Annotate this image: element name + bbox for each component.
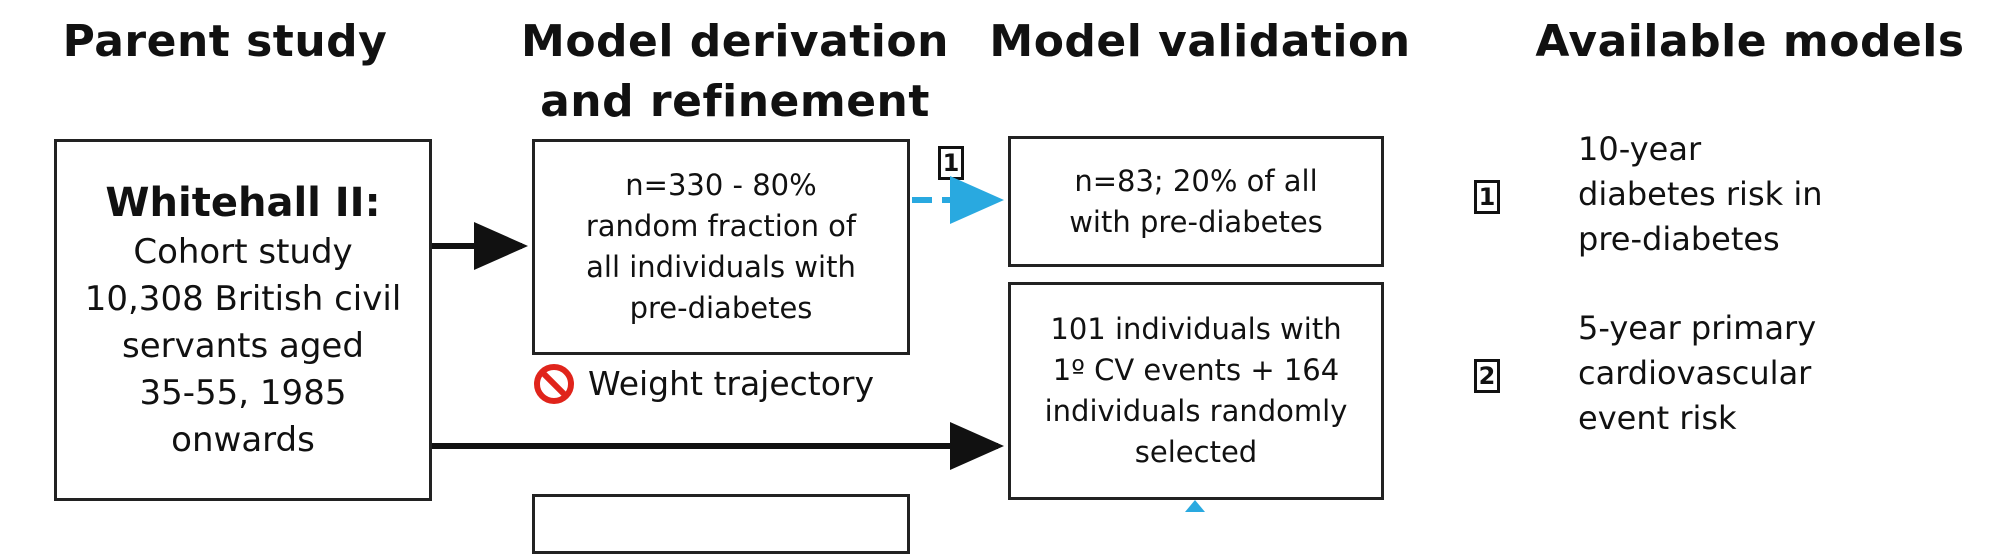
parent-study-line: onwards	[171, 419, 315, 460]
validation-2-line: 101 individuals with	[1050, 312, 1342, 346]
model-2-line: event risk	[1578, 399, 1737, 437]
model-2-number: 2	[1474, 359, 1500, 393]
exclusion-note: Weight trajectory	[532, 362, 874, 406]
validation-2-line: selected	[1134, 435, 1258, 469]
model-2-line: 5-year primary	[1578, 309, 1817, 347]
header-model-validation: Model validation	[989, 16, 1411, 67]
parent-study-title: Whitehall II:	[105, 179, 381, 226]
model-1-line: diabetes risk in	[1578, 175, 1823, 213]
model-1-description: 10-year diabetes risk in pre-diabetes	[1578, 127, 1822, 262]
parent-study-box: Whitehall II: Cohort study 10,308 Britis…	[54, 139, 432, 501]
model-2-line: cardiovascular	[1578, 354, 1812, 392]
derivation-line: n=330 - 80%	[625, 168, 817, 202]
validation-1-line: with pre-diabetes	[1069, 204, 1323, 239]
header-parent-study: Parent study	[62, 16, 388, 67]
parent-study-line: servants aged	[122, 325, 364, 366]
model-1-number: 1	[1474, 180, 1500, 214]
validation-1-line: n=83; 20% of all	[1074, 163, 1318, 198]
validation-2-line: 1º CV events + 164	[1052, 353, 1340, 387]
header-available-models: Available models	[1535, 16, 1965, 67]
header-derivation-line-2: and refinement	[540, 76, 930, 127]
parent-study-line: Cohort study	[133, 231, 353, 272]
arrow-lower-head	[1185, 500, 1205, 512]
header-derivation-line-1: Model derivation	[521, 16, 949, 67]
derivation-line: all individuals with	[586, 250, 856, 284]
validation-box-1: n=83; 20% of all with pre-diabetes	[1008, 136, 1384, 267]
derivation-line: pre-diabetes	[629, 291, 813, 325]
validation-2-line: individuals randomly	[1044, 394, 1348, 428]
arrow-model-badge: 1	[938, 146, 964, 180]
model-1-line: 10-year	[1578, 130, 1702, 168]
derivation-box: n=330 - 80% random fraction of all indiv…	[532, 139, 910, 355]
header-model-derivation: Model derivation and refinement	[515, 12, 955, 132]
arrows-layer	[432, 176, 1205, 512]
validation-box-2: 101 individuals with 1º CV events + 164 …	[1008, 282, 1384, 500]
model-2-description: 5-year primary cardiovascular event risk	[1578, 306, 1816, 441]
model-1-line: pre-diabetes	[1578, 220, 1780, 258]
parent-study-line: 10,308 British civil	[84, 278, 402, 319]
exclusion-label: Weight trajectory	[588, 364, 875, 403]
derivation-line: random fraction of	[585, 209, 857, 243]
prohibited-icon	[534, 364, 574, 404]
parent-study-line: 35-55, 1985	[139, 372, 347, 413]
